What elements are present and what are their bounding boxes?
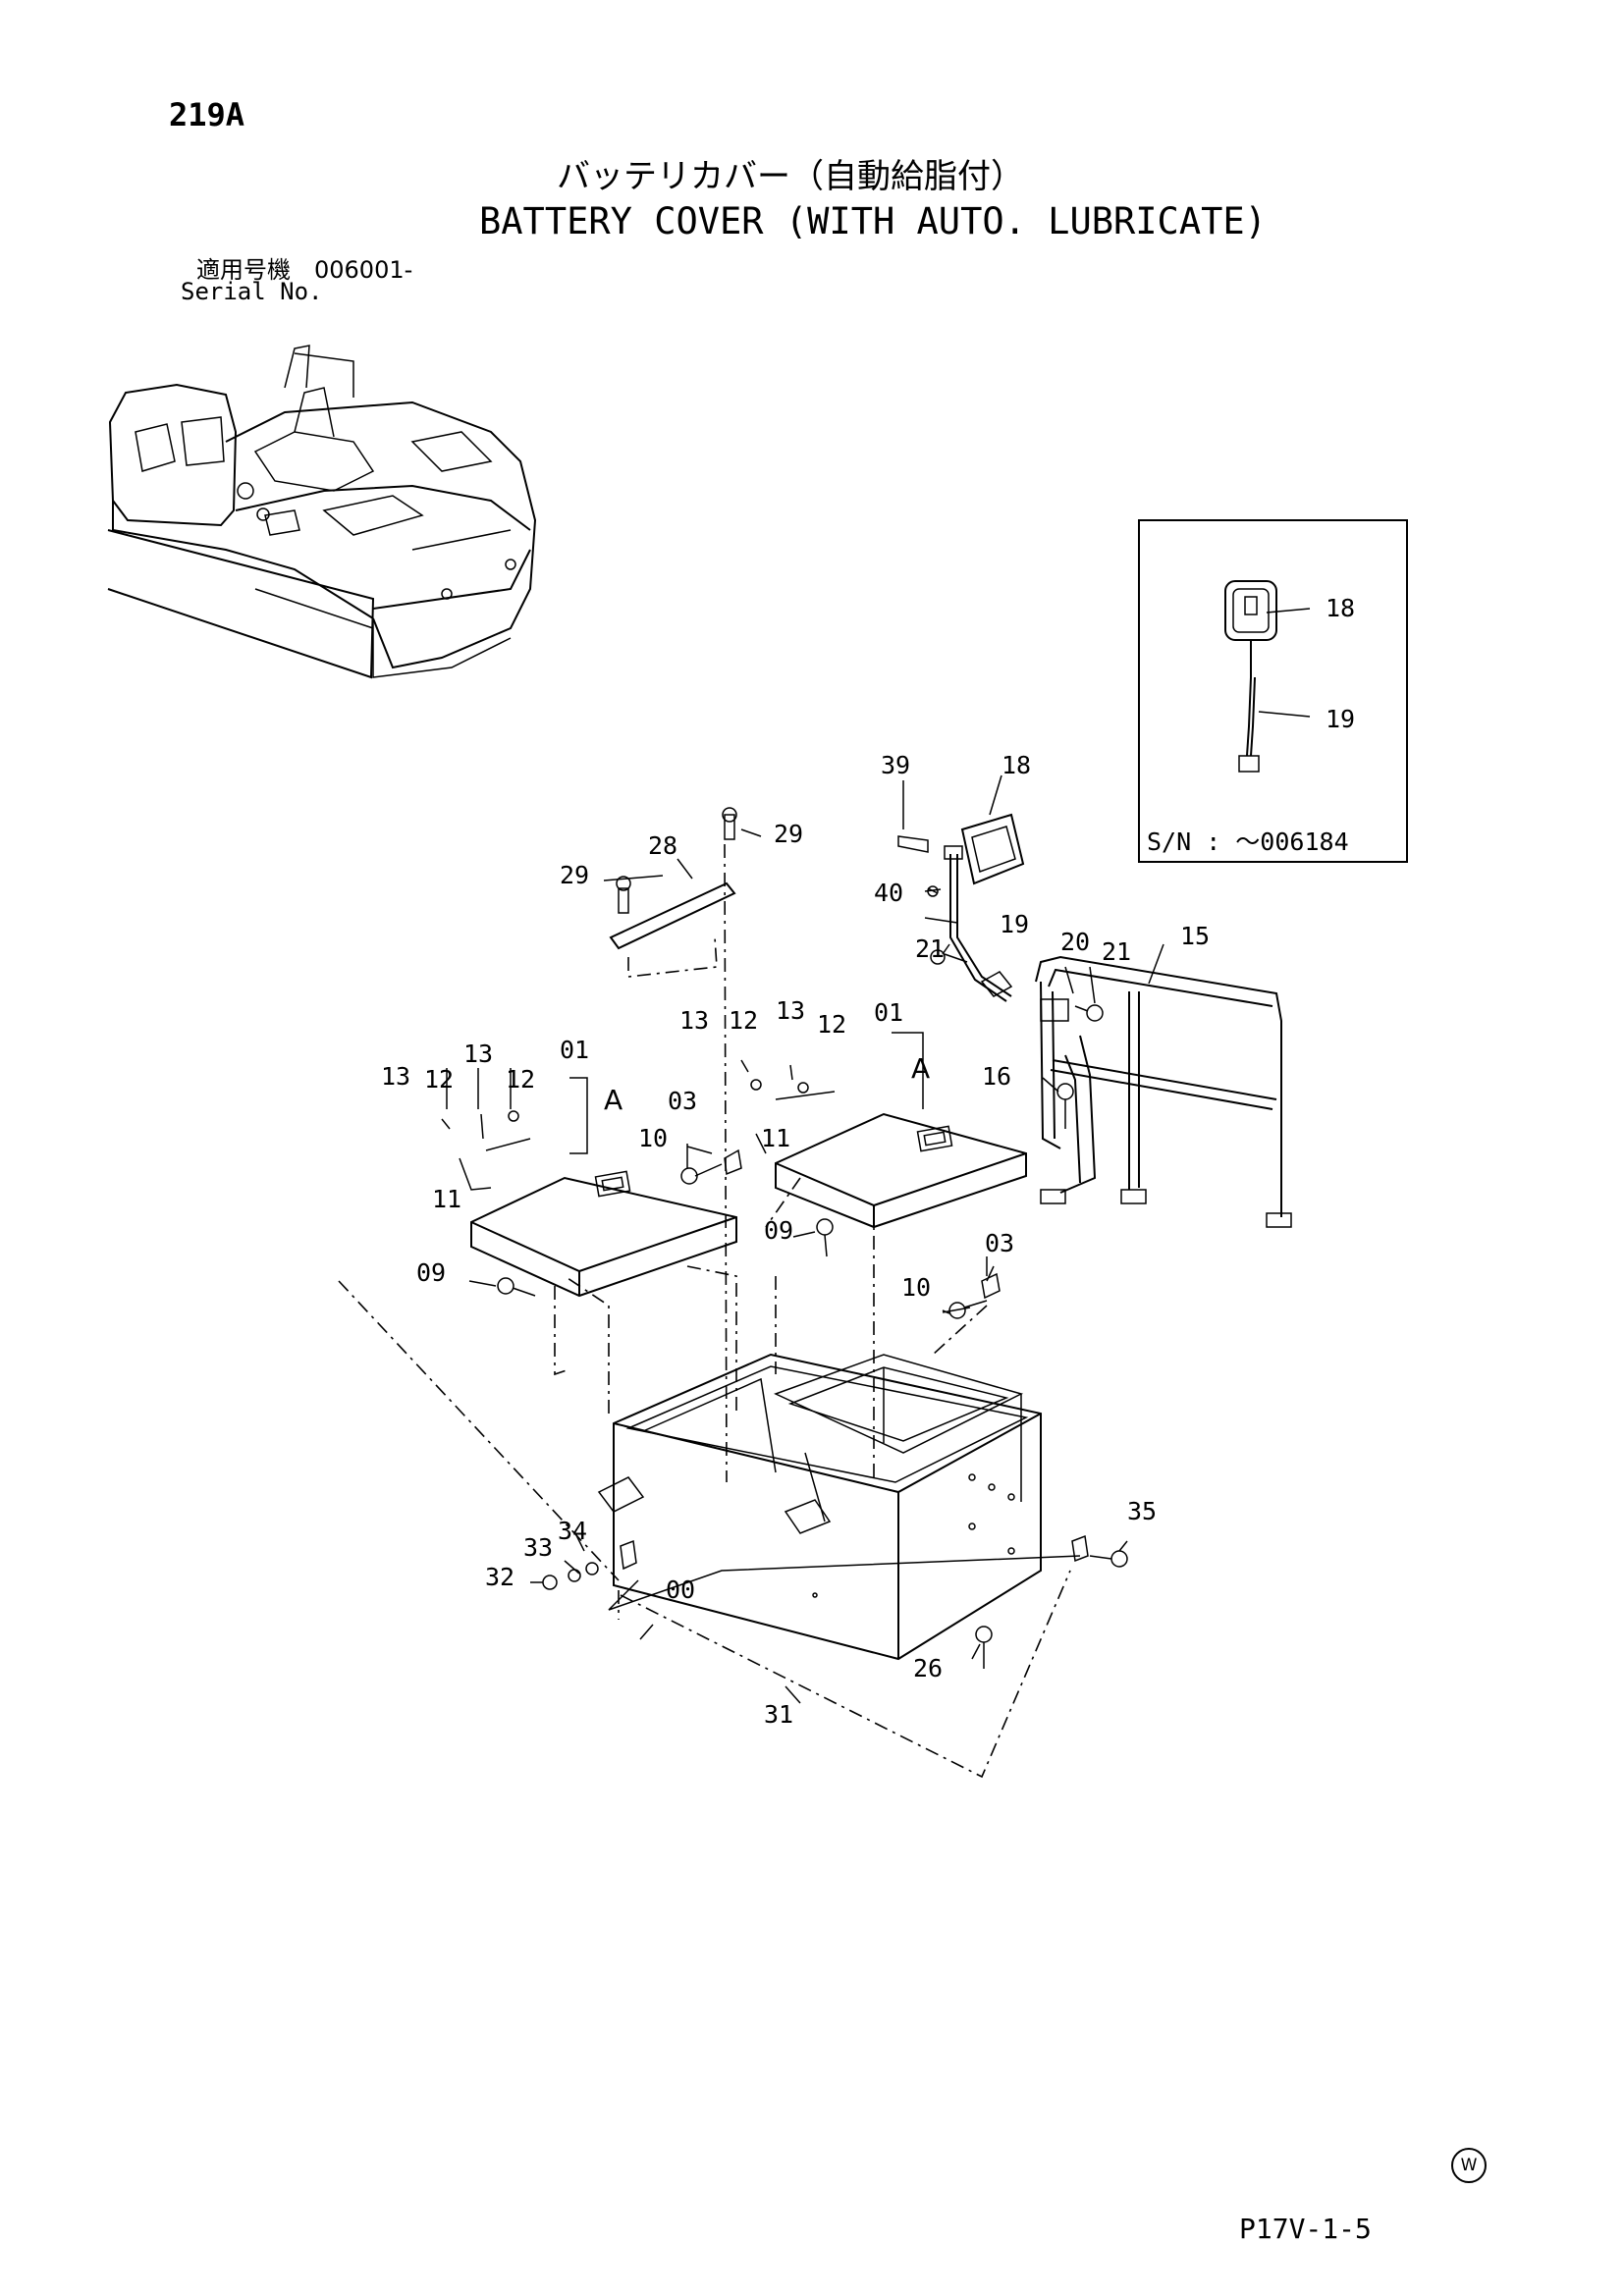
callout: 21: [915, 934, 945, 963]
hardware-bolts: [441, 807, 1128, 1669]
title-english: BATTERY COVER (WITH AUTO. LUBRICATE): [479, 200, 1267, 242]
callout: 15: [1180, 922, 1210, 950]
callout: 16: [982, 1062, 1011, 1091]
inset-callout: 18: [1326, 594, 1355, 622]
callout: 10: [901, 1273, 931, 1302]
callout: 13: [463, 1040, 493, 1068]
callout: 13: [679, 1006, 709, 1035]
machine-overview-illustration: [107, 345, 537, 679]
callout: 00: [666, 1575, 695, 1604]
callout: 09: [764, 1216, 793, 1245]
callout: 34: [558, 1517, 587, 1545]
callout: 39: [881, 751, 910, 779]
callout: 20: [1060, 928, 1090, 956]
callout: 33: [523, 1533, 553, 1562]
footer-code: P17V-1-5: [1239, 2213, 1372, 2245]
callout: 10: [638, 1124, 668, 1152]
callout: 03: [668, 1087, 697, 1115]
callout: 11: [432, 1185, 461, 1213]
inset-serial-note: S/N : ～006184: [1147, 828, 1349, 856]
inset-callout: 19: [1326, 705, 1355, 733]
leader-lines: [338, 774, 1164, 1779]
callout: 12: [506, 1065, 535, 1094]
callout: 03: [985, 1229, 1014, 1257]
serial-label-english: Serial No.: [181, 278, 323, 305]
callout: 32: [485, 1563, 514, 1591]
callout: 09: [416, 1258, 446, 1287]
callout: 28: [648, 831, 677, 860]
callout: 19: [1000, 910, 1029, 938]
inset-box: [1138, 519, 1408, 863]
callout: A: [911, 1052, 930, 1085]
callout: 12: [729, 1006, 758, 1035]
callout: 35: [1127, 1497, 1157, 1525]
callout: 21: [1102, 937, 1131, 966]
callout: 26: [913, 1654, 943, 1682]
callout: 31: [764, 1700, 793, 1729]
page-number: 219A: [169, 96, 245, 133]
callout: 29: [774, 820, 803, 848]
callout-labels: 39 18 29 28 29 40 19 21 20 21 15 13 12 1…: [381, 751, 1210, 1729]
callout: 13: [381, 1062, 410, 1091]
title-japanese: バッテリカバー（自動給脂付）: [557, 157, 1024, 196]
callout: 01: [874, 998, 903, 1027]
callout: 18: [1001, 751, 1031, 779]
callout: 12: [817, 1010, 846, 1039]
callout: 29: [560, 861, 589, 889]
callout: 40: [874, 879, 903, 907]
serial-label-japanese: 適用号機 006001-: [196, 256, 413, 284]
callout: 13: [776, 996, 805, 1025]
callout: 01: [560, 1036, 589, 1064]
callout: 11: [761, 1124, 790, 1152]
w-mark: W: [1451, 2148, 1487, 2183]
callout: 12: [424, 1065, 454, 1094]
battery-box-assembly: [470, 813, 1292, 1661]
callout: A: [604, 1084, 623, 1116]
